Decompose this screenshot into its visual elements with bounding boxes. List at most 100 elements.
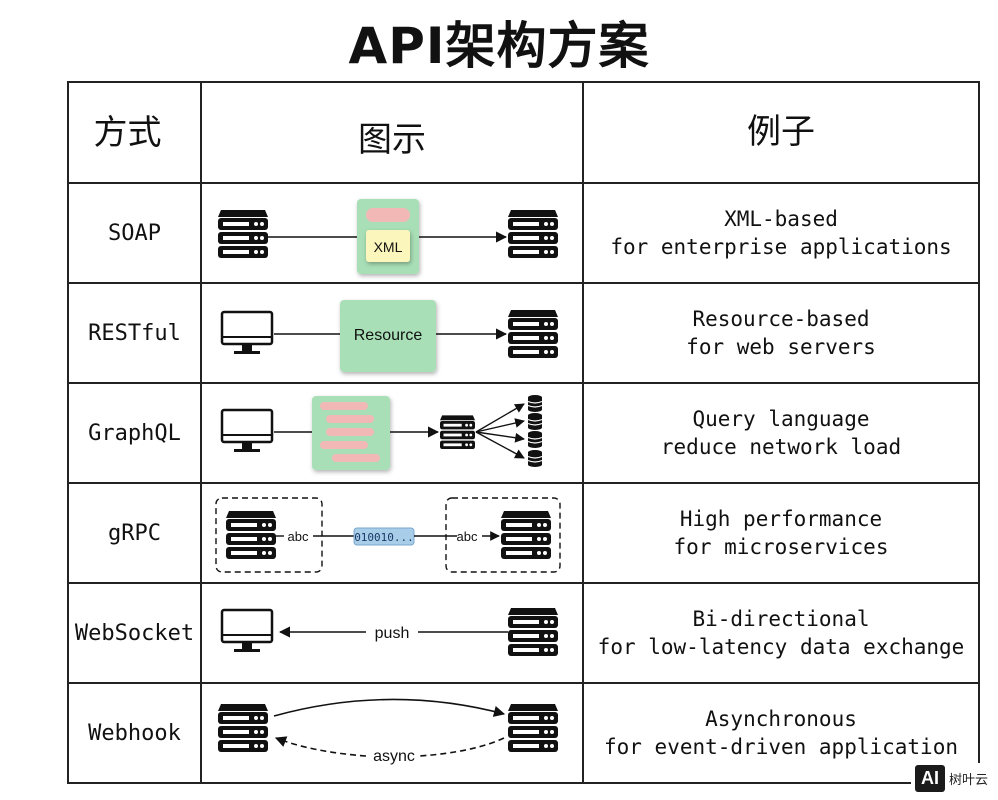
header-diagram: 图示 (358, 120, 426, 160)
header-row: 方式 图示 例子 (67, 81, 980, 184)
header-method: 方式 (93, 113, 162, 153)
example-line-2: reduce network load (660, 435, 902, 459)
database-icon (527, 430, 543, 449)
query-bar (332, 454, 380, 462)
method-websocket: WebSocket (74, 620, 195, 646)
restful-diagram: Resource (220, 300, 558, 372)
method-cell: Webhook (67, 682, 202, 784)
diagram-cell-restful: Resource (200, 282, 584, 384)
label-abc-right: abc (457, 529, 478, 544)
fanout-arrow (475, 403, 525, 433)
diagram-cell-websocket: push (200, 582, 584, 684)
example-line-1: High performance (679, 507, 883, 531)
server-icon (218, 210, 268, 258)
example-line-2: for low-latency data exchange (597, 635, 965, 659)
example-cell: High performance for microservices (582, 482, 980, 584)
watermark-badge: AI 树叶云 (910, 763, 992, 794)
database-icon (527, 412, 543, 431)
xml-body-box (366, 230, 410, 262)
watermark-logo: AI (914, 765, 945, 792)
diagram-cell-grpc: abc 010010... abc (200, 482, 584, 584)
label-abc-left: abc (288, 529, 309, 544)
query-bar (320, 402, 368, 410)
example-cell: Query language reduce network load (582, 382, 980, 484)
query-bar (326, 415, 374, 423)
websocket-diagram: push (220, 608, 558, 656)
table-row: Webhook async Asynchronous for event-driv… (67, 682, 980, 784)
server-icon (501, 511, 551, 559)
table-row: RESTful Resource Resource-based for web s… (67, 282, 980, 384)
server-icon (440, 415, 475, 449)
database-icon (527, 449, 543, 468)
monitor-icon (220, 310, 274, 356)
method-webhook: Webhook (88, 720, 181, 746)
api-architecture-table: 方式 图示 例子 SOAP XML XML-based for enterpris… (67, 81, 980, 784)
label-async: async (373, 748, 415, 765)
example-line-1: Resource-based (692, 307, 870, 331)
example-line-2: for web servers (686, 335, 876, 359)
graphql-diagram (220, 394, 543, 470)
method-cell: WebSocket (67, 582, 202, 684)
method-soap: SOAP (108, 220, 161, 246)
fanout-arrow (475, 431, 525, 459)
callback-arc (274, 736, 367, 757)
server-icon (508, 608, 558, 656)
server-icon (508, 310, 558, 358)
server-icon (226, 511, 276, 559)
query-bar (320, 441, 368, 449)
table-row: gRPC abc 010010... abc High performance f… (67, 482, 980, 584)
server-icon (218, 704, 268, 752)
label-push: push (375, 625, 410, 642)
example-cell: Bi-directional for low-latency data excha… (582, 582, 980, 684)
example-line-2: for enterprise applications (610, 235, 952, 259)
database-icon (527, 394, 543, 413)
example-cell: Asynchronous for event-driven application (582, 682, 980, 784)
method-graphql: GraphQL (88, 420, 181, 446)
method-cell: RESTful (67, 282, 202, 384)
example-cell: XML-based for enterprise applications (582, 182, 980, 284)
diagram-cell-graphql (200, 382, 584, 484)
resource-box (340, 300, 436, 372)
diagram-cell-soap: XML (200, 182, 584, 284)
watermark-text: 树叶云 (948, 773, 988, 788)
webhook-diagram: async (218, 698, 558, 765)
fanout-arrow (475, 418, 525, 433)
query-bar (326, 428, 374, 436)
label-resource: Resource (354, 327, 423, 344)
monitor-icon (220, 408, 274, 454)
server-stub-frame (445, 497, 561, 573)
example-line-1: Bi-directional (692, 607, 870, 631)
server-icon (508, 704, 558, 752)
method-grpc: gRPC (108, 520, 161, 546)
example-cell: Resource-based for web servers (582, 282, 980, 384)
method-restful: RESTful (88, 320, 181, 346)
grpc-diagram: abc 010010... abc (215, 497, 561, 573)
callback-arc (419, 737, 505, 757)
header-method-cell: 方式 (67, 81, 202, 184)
client-stub-frame (215, 497, 323, 573)
table-row: GraphQL Qu (67, 382, 980, 484)
table-row: SOAP XML XML-based for enterprise applica… (67, 182, 980, 284)
label-xml: XML (374, 239, 403, 255)
example-line-1: Asynchronous (705, 707, 857, 731)
header-example-cell: 例子 (582, 81, 980, 184)
envelope-header-bar (366, 208, 410, 222)
example-line-1: Query language (692, 407, 870, 431)
example-line-1: XML-based (724, 207, 838, 231)
method-cell: SOAP (67, 182, 202, 284)
method-cell: GraphQL (67, 382, 202, 484)
table-row: WebSocket push Bi-directional for low-lat… (67, 582, 980, 684)
example-line-2: for event-driven application (603, 735, 958, 759)
example-line-2: for microservices (673, 535, 889, 559)
soap-diagram: XML (218, 199, 558, 274)
server-icon (508, 210, 558, 258)
page-title: API架构方案 (348, 17, 650, 75)
monitor-icon (220, 608, 274, 654)
label-binary: 010010... (354, 531, 414, 544)
request-arc (273, 698, 506, 717)
diagram-cell-webhook: async (200, 682, 584, 784)
method-cell: gRPC (67, 482, 202, 584)
header-diagram-cell: 图示 (200, 81, 584, 184)
fanout-arrow (475, 431, 525, 443)
header-example: 例子 (747, 112, 815, 152)
